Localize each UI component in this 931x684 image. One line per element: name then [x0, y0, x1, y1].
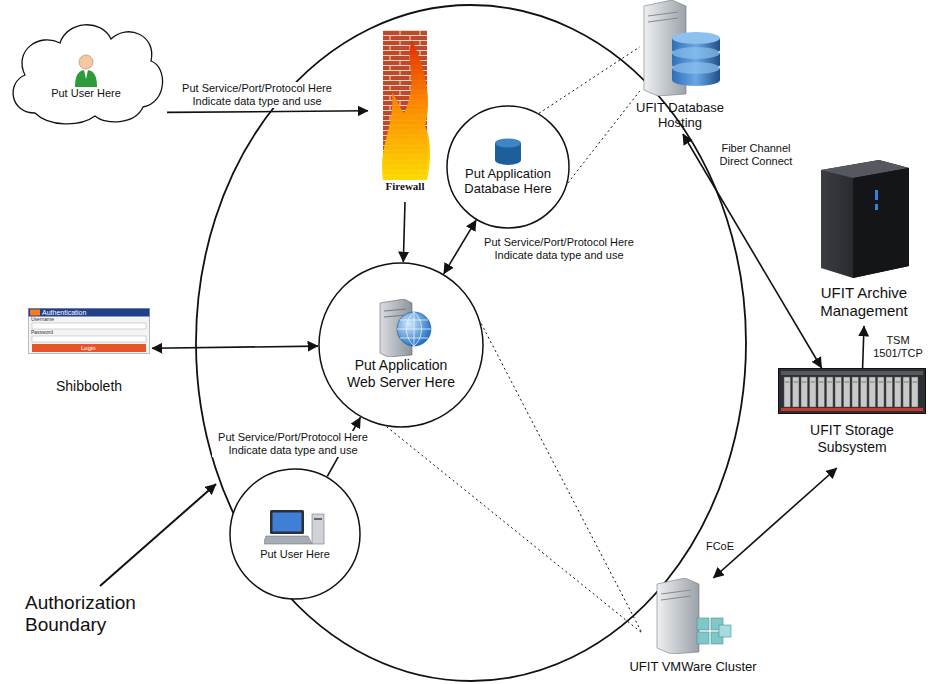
connector-label: Put Service/Port/Protocol Here Indicate … — [478, 236, 640, 262]
connector-label: FCoE — [702, 540, 738, 553]
arrow-connector — [152, 346, 318, 348]
dbcyl-icon — [493, 138, 523, 166]
dbhost-icon — [638, 0, 722, 96]
node-label: Put User Here — [245, 548, 345, 561]
node-label: UFIT Archive Management — [809, 284, 919, 319]
user-circle: Put User Here — [229, 468, 361, 600]
laptop-icon — [264, 508, 326, 548]
node-label: Put User Here — [31, 87, 141, 100]
archive-server: UFIT Archive Management — [800, 160, 928, 326]
user-icon — [72, 53, 100, 87]
web-picture — [366, 299, 436, 357]
arrow-connector — [444, 220, 476, 274]
connector-label: Put Service/Port/Protocol Here Indicate … — [176, 82, 338, 108]
shibboleth-login: Shibboleth — [26, 308, 152, 404]
connector-label: TSM 1501/TCP — [870, 334, 926, 360]
node-label: Put Application Web Server Here — [341, 357, 461, 390]
archive-picture — [817, 160, 912, 278]
dbcyl-picture — [493, 138, 523, 166]
screenshot-text: Username — [31, 317, 54, 322]
database-hosting: UFIT Database Hosting — [608, 0, 752, 134]
connector-label: Fiber Channel Direct Connect — [714, 142, 798, 168]
boundary-leader — [100, 484, 216, 586]
screenshot-text: Login — [81, 345, 96, 351]
node-label: UFIT Storage Subsystem — [802, 422, 902, 455]
archive-icon — [817, 160, 912, 278]
laptop-picture — [264, 508, 326, 548]
firewall-picture — [375, 30, 435, 180]
node-label: UFIT Database Hosting — [630, 100, 730, 131]
dbhost-picture — [638, 0, 722, 96]
arrow-connector — [403, 202, 405, 262]
storage-rack: UFIT Storage Subsystem — [776, 368, 928, 468]
firewall: Firewall — [368, 30, 442, 202]
screenshot-text: Authentication — [42, 309, 86, 316]
arrow-connector — [863, 326, 864, 368]
node-label: Authorization Boundary — [25, 592, 185, 637]
vmware-picture — [653, 578, 733, 654]
node-label: UFIT VMWare Cluster — [610, 659, 776, 674]
node-label: Put Application Database Here — [454, 166, 562, 197]
arrow-connector — [167, 111, 368, 113]
node-label: Firewall — [370, 180, 440, 193]
screenshot-text: Password — [31, 330, 53, 335]
storage-picture — [778, 368, 926, 414]
circle-outline — [229, 468, 361, 600]
database-circle: Put Application Database Here — [446, 105, 570, 229]
web-server-circle: Put Application Web Server Here — [318, 262, 484, 428]
storage-icon — [778, 368, 926, 414]
connector-label: Put Service/Port/Protocol Here Indicate … — [212, 431, 374, 457]
user-cloud: Put User Here — [5, 15, 167, 127]
web-icon — [366, 299, 436, 357]
arrow-connector — [713, 468, 836, 578]
arrow-connector — [683, 134, 822, 368]
vmware-icon — [653, 578, 733, 654]
firewall-icon — [375, 30, 435, 180]
user-picture — [72, 53, 100, 87]
node-label: Shibboleth — [29, 378, 149, 395]
vmware-server: UFIT VMWare Cluster — [608, 578, 778, 678]
